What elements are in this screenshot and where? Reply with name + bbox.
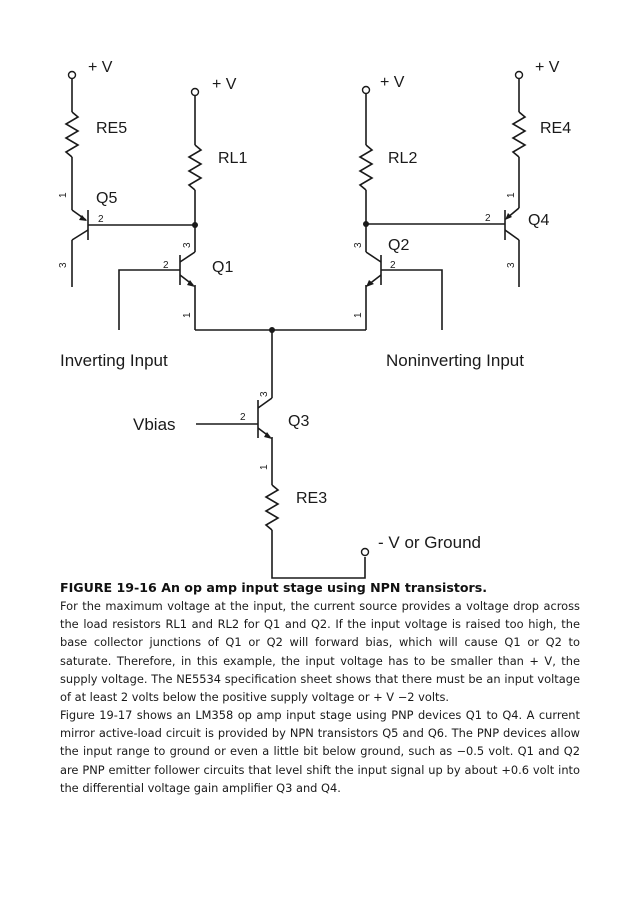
pin-label-q1-base: 2 [163, 260, 169, 271]
resistor-label-re5: RE5 [96, 120, 127, 137]
transistor-label-q2: Q2 [388, 237, 409, 254]
supply-terminal-re4 [514, 70, 524, 80]
noninverting-input-wire[interactable] [381, 269, 443, 330]
pin-label-q1-emitter: 1 [182, 312, 193, 318]
pin-label-q3-collector: 3 [259, 391, 270, 397]
transistor-q5 [71, 209, 89, 287]
transistor-label-q4: Q4 [528, 212, 549, 229]
resistor-label-rl1: RL1 [218, 150, 247, 167]
transistor-q2 [365, 251, 382, 330]
supply-terminal-rl1 [190, 87, 200, 97]
re4-branch: + V RE4 1 Q4 2 3 [485, 59, 571, 287]
supply-label-rl2: + V [380, 74, 405, 91]
figure-caption: FIGURE 19-16 An op amp input stage using… [60, 580, 487, 595]
supply-terminal-re5 [67, 70, 77, 80]
re5-branch: + V RE5 1 Q5 2 3 [58, 59, 195, 287]
pin-label-q2-base: 2 [390, 260, 396, 271]
body-paragraph-1: For the maximum voltage at the input, th… [60, 599, 580, 705]
pin-label-q5-emitter: 1 [58, 192, 69, 198]
pin-label-q5-base: 2 [98, 214, 104, 225]
resistor-label-rl2: RL2 [388, 150, 417, 167]
pin-label-q4-emitter: 1 [506, 192, 517, 198]
transistor-q1 [179, 251, 196, 330]
schematic-figure: + V RE5 1 Q5 2 3 + V RL1 3 [58, 59, 571, 579]
resistor-label-re3: RE3 [296, 490, 327, 507]
rl2-branch: + V RL2 3 Q2 2 1 [353, 74, 505, 330]
inverting-input-label: Inverting Input [60, 351, 168, 370]
supply-terminal-rl2 [361, 85, 371, 95]
resistor-label-re4: RE4 [540, 120, 571, 137]
q3-branch: 3 Q3 2 1 Vbias RE3 - V or Ground [133, 391, 481, 579]
body-paragraph-2: Figure 19-17 shows an LM358 op amp input… [60, 708, 580, 795]
pin-label-q4-base: 2 [485, 213, 491, 224]
ground-terminal [360, 547, 370, 557]
resistor-re4 [511, 111, 527, 158]
supply-label-re4: + V [535, 59, 560, 76]
ground-label: - V or Ground [378, 533, 481, 552]
noninverting-input-label: Noninverting Input [386, 351, 524, 370]
pin-label-q1-collector: 3 [182, 242, 193, 248]
transistor-label-q1: Q1 [212, 259, 233, 276]
resistor-re5 [64, 111, 80, 158]
pin-label-q2-emitter: 1 [353, 312, 364, 318]
pin-label-q3-emitter: 1 [259, 464, 270, 470]
transistor-label-q3: Q3 [288, 413, 309, 430]
junction-dot-rl1 [192, 222, 198, 228]
pin-label-q3-base: 2 [240, 412, 246, 423]
vbias-label: Vbias [133, 415, 176, 434]
supply-label-re5: + V [88, 59, 113, 76]
pin-label-q2-collector: 3 [353, 242, 364, 248]
inverting-input-wire[interactable] [118, 269, 180, 330]
resistor-rl2 [358, 144, 374, 191]
pin-label-q5-collector: 3 [58, 262, 69, 268]
supply-label-rl1: + V [212, 76, 237, 93]
rl1-branch: + V RL1 3 Q1 2 1 [118, 76, 247, 330]
transistor-q4 [504, 207, 520, 287]
resistor-re3 [264, 484, 280, 531]
transistor-label-q5: Q5 [96, 190, 117, 207]
pin-label-q4-collector: 3 [506, 262, 517, 268]
resistor-rl1 [187, 144, 203, 191]
